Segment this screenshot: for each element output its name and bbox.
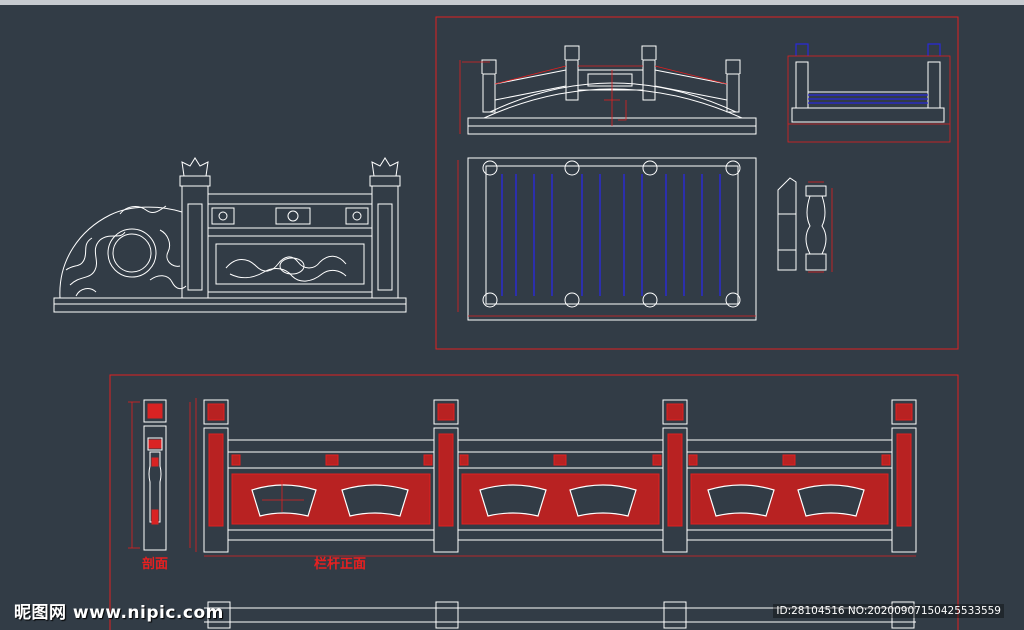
arched-railing-dimensions xyxy=(459,60,728,134)
arched-railing-elevation xyxy=(467,45,757,135)
baluster-detail-dims xyxy=(808,181,833,273)
railing-section-view xyxy=(143,399,167,551)
railing-bottom-plan xyxy=(204,601,916,629)
elevation-label: 栏杆正面 xyxy=(314,556,366,572)
railing-plan-dims xyxy=(457,160,756,317)
railing-side-section-blue xyxy=(795,43,941,104)
sheet-frame-bottom xyxy=(109,374,959,630)
application-top-bar xyxy=(0,0,1024,5)
railing-elevation-dims xyxy=(195,398,916,557)
railing-side-section-dims xyxy=(787,55,951,143)
railing-side-section xyxy=(791,61,945,123)
watermark-site: 昵图网 www.nipic.com xyxy=(14,603,224,623)
watermark-id: ID:28104516 NO:20200907150425533559 xyxy=(773,604,1004,618)
railing-section-red xyxy=(147,403,163,525)
railing-plan-balusters xyxy=(501,174,721,296)
railing-elevation-posts xyxy=(203,399,917,553)
railing-plan-view xyxy=(467,157,757,321)
section-label: 剖面 xyxy=(142,556,168,572)
baluster-detail xyxy=(777,177,827,271)
ornate-railing-elevation xyxy=(53,157,407,313)
sheet-frame-top-right xyxy=(435,16,959,350)
railing-elevation-fan-windows xyxy=(251,484,865,517)
railing-section-dims xyxy=(128,401,191,549)
